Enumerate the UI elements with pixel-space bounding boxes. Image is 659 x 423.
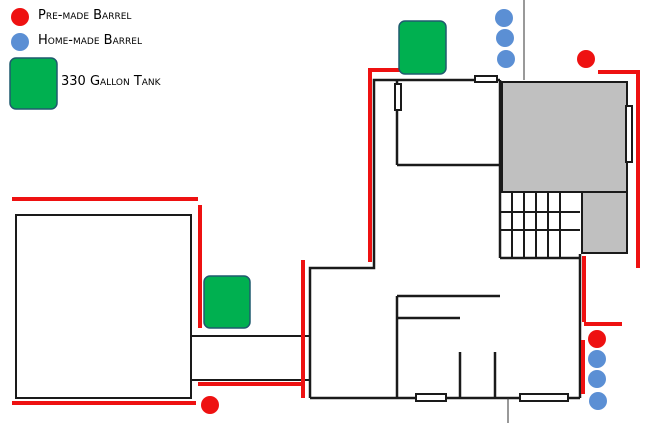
tank-legend-swatch [9,57,58,110]
staircase [500,191,580,258]
homemade-barrel [589,392,607,410]
premade-barrel-legend-label: Pre-made Barrel [38,8,132,23]
tank-breezeway [203,275,251,329]
tanks [203,20,447,329]
homemade-barrel-legend-label: Home-made Barrel [38,33,142,48]
garage-outline [15,214,192,399]
homemade-barrel [495,9,513,27]
premade-barrel [577,50,595,68]
premade-barrel-legend-swatch [11,8,29,26]
window-south-right [519,393,569,402]
premade-barrel [588,330,606,348]
covered-porch [501,81,628,254]
property-lines [507,0,525,423]
house-floorplan [308,78,582,400]
homemade-barrel [588,370,606,388]
tank-legend-label: 330 Gallon Tank [61,74,161,89]
garage [15,214,192,399]
window-south-left [415,393,447,402]
homemade-barrel-legend-swatch [11,33,29,51]
window-west [394,83,402,111]
porch-roof-extension [581,191,628,254]
gutters [12,68,640,405]
legend [9,8,58,110]
windows [394,75,633,402]
homemade-barrel [496,29,514,47]
premade-barrel [201,396,219,414]
house-west-wall [308,78,500,398]
porch-roof [501,81,628,193]
premade-barrels [201,50,606,414]
window-north [474,75,498,83]
homemade-barrels [495,9,607,410]
breezeway [191,335,310,381]
homemade-barrel [588,350,606,368]
window-east [625,105,633,163]
homemade-barrel [497,50,515,68]
tank-north [398,20,447,75]
